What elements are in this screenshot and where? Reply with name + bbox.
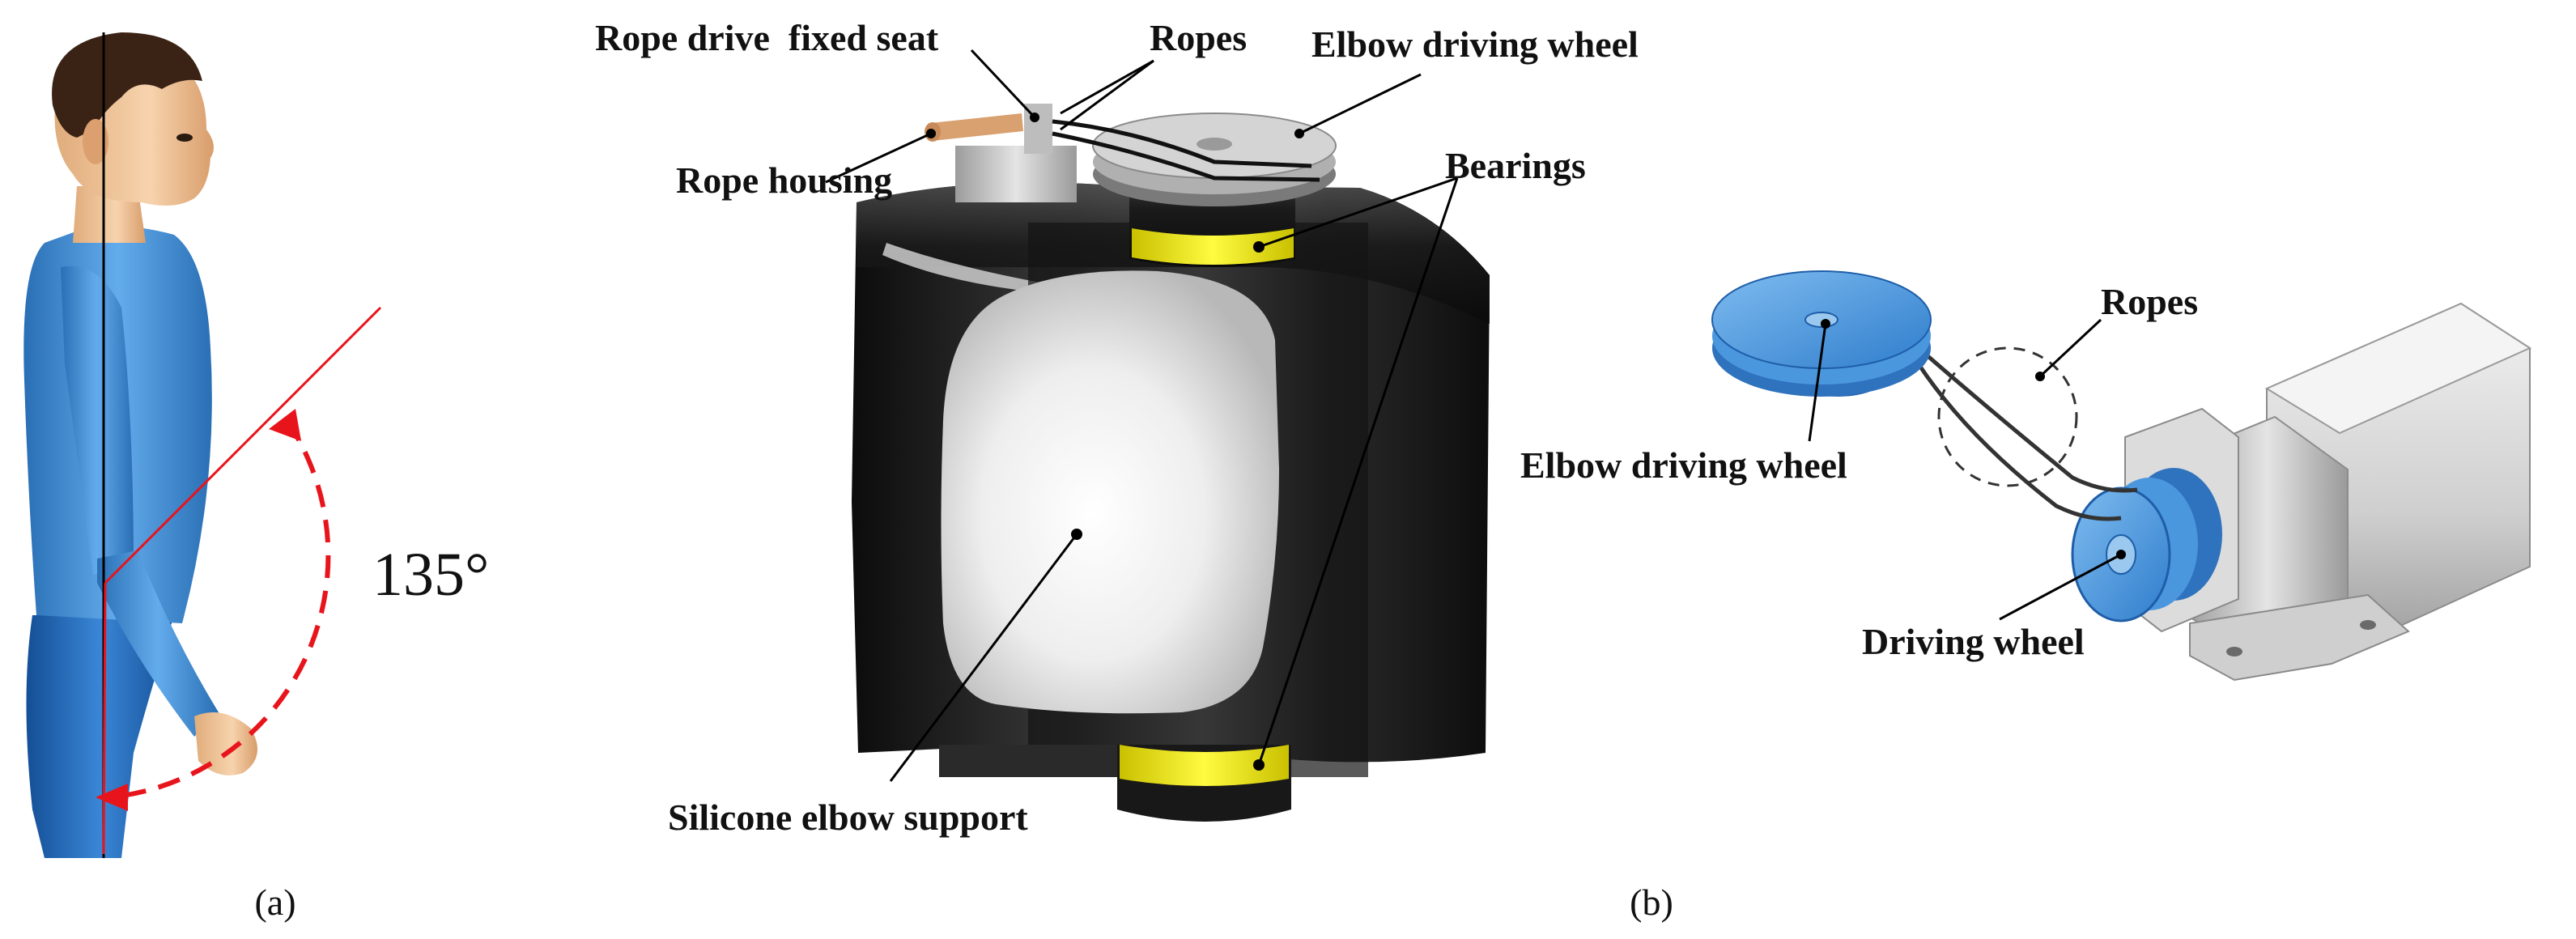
rope-drive-fixed-seat: [955, 146, 1077, 202]
dot-driving-wheel: [2116, 550, 2126, 559]
ropes-highlight-circle: [1937, 346, 2078, 487]
leader-dots: [926, 113, 2126, 771]
leader-elbow-wheel-top: [1299, 73, 1422, 135]
top-bearing: [1132, 228, 1294, 265]
angle-label: 135°: [372, 541, 489, 609]
rope-link-lower: [1916, 363, 2122, 521]
dot-silicone: [1071, 529, 1082, 540]
man-jeans: [26, 615, 174, 858]
dot-ropes-right: [2035, 372, 2045, 381]
angle-arc: [108, 419, 331, 800]
label-rope-drive-fixed-seat: Rope drive fixed seat: [595, 17, 939, 58]
leader-driving-wheel: [1999, 553, 2122, 621]
label-driving-wheel: Driving wheel: [1862, 621, 2085, 662]
dot-bearing-top: [1253, 241, 1265, 253]
man-hand: [194, 712, 257, 775]
arm-rest-line: [102, 582, 107, 855]
bottom-hub-base: [939, 745, 1117, 777]
arm-axis-line: [104, 306, 382, 584]
leader-lines: [825, 49, 2122, 782]
bottom-bearing: [1120, 745, 1289, 786]
leader-ropes-2: [1060, 59, 1154, 131]
dot-elbow-wheel-top: [1294, 129, 1304, 138]
motor-base: [2189, 593, 2410, 682]
rope-lower: [1052, 131, 1320, 182]
rope-upper: [1052, 119, 1312, 168]
caption-a: (a): [254, 882, 295, 923]
label-ropes-right: Ropes: [2101, 281, 2198, 322]
panel-a: 135° (a): [23, 32, 489, 923]
caption-b: (b): [1630, 882, 1673, 923]
rope-housing-tube: [931, 113, 1023, 141]
motor-body-top: [2264, 302, 2532, 435]
elbow-driving-wheel-hub: [1197, 138, 1232, 151]
label-elbow-driving-wheel-right: Elbow driving wheel: [1520, 444, 1847, 486]
label-ropes-top: Ropes: [1150, 17, 1247, 58]
man-eye: [176, 134, 193, 142]
leader-rope-housing: [825, 132, 932, 184]
dot-fixed-seat: [1030, 113, 1039, 122]
man-hair: [52, 32, 202, 138]
motor-assembly: [1711, 270, 2532, 682]
elbow-joint-assembly: [852, 104, 1490, 822]
motor-base-hole1: [2226, 647, 2242, 656]
leader-bearings-bottom: [1257, 177, 1459, 766]
rope-link-upper: [1917, 346, 2138, 493]
man-ear: [83, 119, 108, 164]
angle-arrow-bottom: [96, 784, 128, 811]
label-silicone-elbow-support: Silicone elbow support: [668, 797, 1028, 838]
angle-arrow-top: [269, 409, 301, 441]
leader-silicone: [889, 533, 1078, 782]
dot-rope-housing: [926, 129, 936, 138]
dot-elbow-wheel-right: [1821, 319, 1830, 329]
leader-bearings-top: [1258, 176, 1458, 249]
leader-ropes-1: [1060, 59, 1154, 115]
motor-base-hole2: [2360, 620, 2376, 630]
leader-fixed-seat: [970, 49, 1036, 119]
man-forearm: [97, 550, 219, 737]
leader-elbow-wheel-right: [1808, 323, 1827, 442]
man-upper-arm: [61, 266, 134, 575]
elbow-shell-highlight: [882, 243, 1044, 293]
label-elbow-driving-wheel-top: Elbow driving wheel: [1311, 23, 1639, 65]
leader-ropes-right: [2038, 318, 2102, 378]
dot-bearing-bottom: [1253, 759, 1265, 771]
label-bearings: Bearings: [1445, 145, 1586, 186]
label-rope-housing: Rope housing: [676, 159, 892, 201]
